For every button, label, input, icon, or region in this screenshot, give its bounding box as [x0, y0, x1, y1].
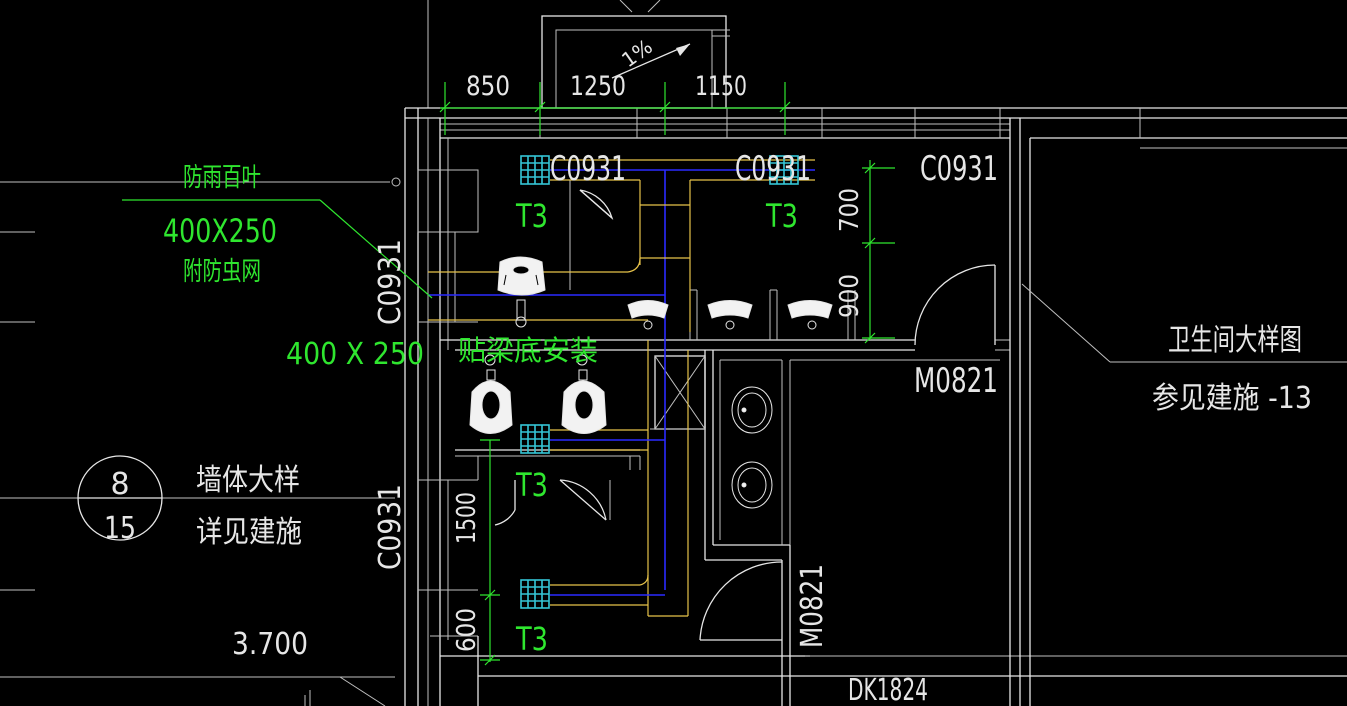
dim-top-1150: 1150: [695, 71, 747, 102]
sink-2: [731, 461, 773, 509]
louver-note: 附防虫网: [183, 257, 261, 287]
dimension-lines: [439, 82, 895, 666]
louver-title: 防雨百叶: [183, 163, 261, 193]
wall-detail-title: 墙体大样: [196, 463, 300, 498]
louver-size: 400X250: [163, 212, 277, 250]
duct-size: 400 X 250: [286, 337, 424, 372]
dim-900: 900: [835, 274, 865, 318]
door-m0821-bottom: M0821: [795, 564, 830, 648]
window-c0931-top-1: C0931: [550, 149, 626, 189]
toilet-detail-ref: 参见建施 -13: [1152, 381, 1312, 416]
urinal-top: [497, 256, 546, 328]
dim-1500: 1500: [452, 492, 482, 544]
doors: [494, 189, 996, 641]
fan-t3-1: [520, 155, 550, 185]
door-dk1824: DK1824: [848, 673, 928, 706]
toilet-2: [707, 300, 753, 330]
toilet-detail-title: 卫生间大样图: [1168, 323, 1302, 358]
fan-t3-4: [520, 579, 550, 609]
wall-detail-sheet: 15: [104, 511, 136, 546]
window-c0931-left-1: C0931: [373, 239, 408, 325]
sink-1: [731, 386, 773, 434]
fan-label-t3-1: T3: [515, 197, 548, 235]
wall-detail-ref: 详见建施: [196, 515, 302, 550]
urinal-right: [561, 354, 607, 434]
window-c0931-left-2: C0931: [373, 484, 408, 570]
fan-t3-2: [769, 155, 799, 185]
fan-label-t3-3: T3: [515, 466, 548, 504]
duct-install-note: 贴梁底安装: [458, 334, 598, 367]
dim-700: 700: [835, 188, 865, 232]
leader-lines: [77, 199, 1347, 541]
exhaust-fans: [520, 155, 799, 609]
dim-top-850: 850: [466, 71, 510, 102]
fixtures: [469, 256, 833, 509]
level-label: 3.700: [232, 627, 308, 662]
urinal-left: [469, 354, 513, 434]
fan-t3-3: [520, 424, 550, 454]
toilet-3: [787, 300, 833, 330]
labels: 850 1250 1150 1% C0931 C0931 C0931 C0931…: [104, 34, 1312, 706]
toilet-1: [627, 300, 669, 330]
fan-label-t3-2: T3: [765, 197, 798, 235]
wall-detail-number: 8: [110, 467, 129, 502]
ventilation-ducts: [428, 159, 815, 617]
dim-600: 600: [452, 608, 482, 652]
door-m0821-right: M0821: [914, 361, 998, 401]
window-c0931-top-3: C0931: [920, 149, 998, 189]
dim-top-1250: 1250: [570, 71, 626, 102]
fan-label-t3-4: T3: [515, 620, 548, 658]
window-c0931-top-2: C0931: [735, 149, 811, 189]
slope-label: 1%: [617, 34, 657, 72]
